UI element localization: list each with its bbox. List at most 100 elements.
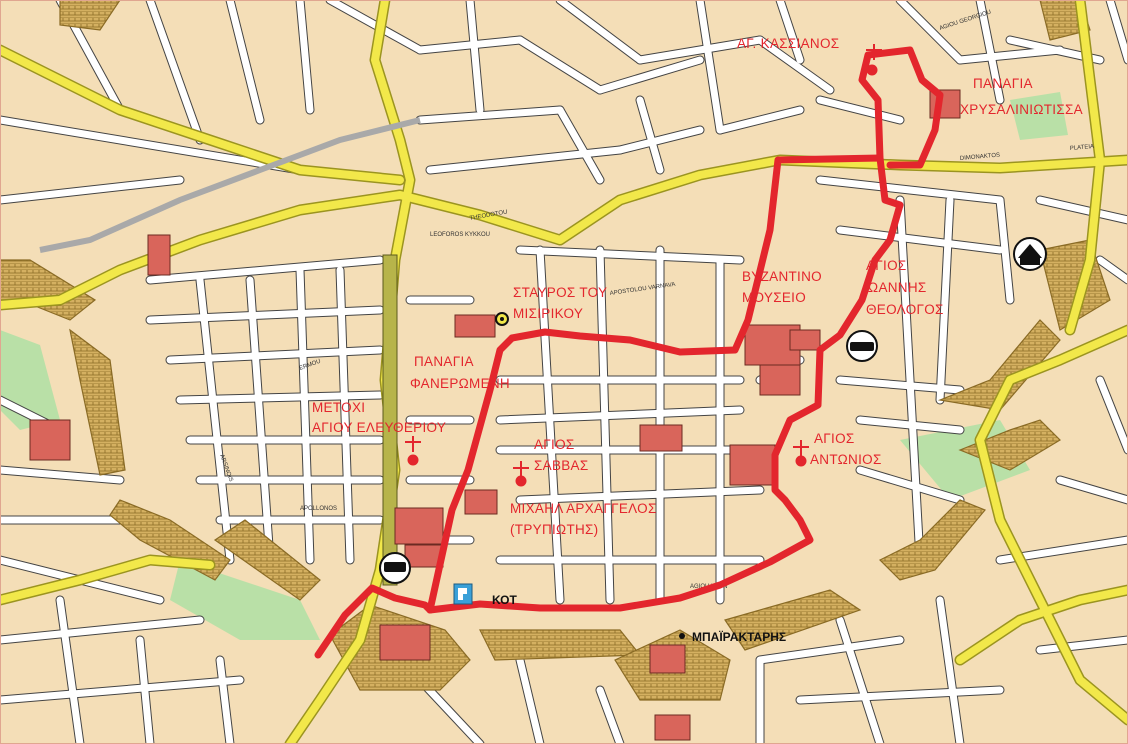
landmark-buildings xyxy=(29,89,961,741)
building xyxy=(454,314,496,338)
street-segment xyxy=(816,176,1004,204)
street-segment xyxy=(896,196,924,564)
label-faneromeni-2: ΦΑΝΕΡΩΜΕΝΗ xyxy=(410,376,510,391)
street-segment xyxy=(596,686,624,744)
building xyxy=(394,507,444,545)
street-segment xyxy=(416,36,524,54)
label-bayraktar: ΜΠΑΪΡΑΚΤΑΡΗΣ xyxy=(692,629,786,644)
street-segment xyxy=(136,636,154,744)
street-label-platia: PLATEIA xyxy=(1070,144,1095,152)
label-ag-kassianos: ΑΓ. ΚΑΣΣΙΑΝΟΣ xyxy=(737,36,839,51)
church-markers xyxy=(405,44,882,487)
street-segment xyxy=(0,116,304,174)
street-segment xyxy=(0,466,124,484)
street-segment xyxy=(326,0,424,54)
street-segment xyxy=(246,276,274,564)
label-ioannis-3: ΘΕΟΛΟΓΟΣ xyxy=(866,302,944,317)
street-segment xyxy=(836,616,884,744)
label-stavros-2: ΜΙΣΙΡΙΚΟΥ xyxy=(513,306,583,321)
street-label-apollonos: APOLLONOS xyxy=(300,506,337,512)
street-segment xyxy=(536,246,564,604)
street-segment xyxy=(976,0,1004,104)
street-segment xyxy=(196,276,234,564)
street-segment xyxy=(996,196,1014,304)
street-segment xyxy=(1036,196,1128,224)
label-savvas-2: ΣΑΒΒΑΣ xyxy=(534,458,589,473)
street-segment xyxy=(0,616,204,644)
church-marker-savvas[interactable] xyxy=(513,461,529,487)
street-segment xyxy=(146,0,204,144)
street-label-leoforos: LEOFOROS KYKKOU xyxy=(430,232,490,238)
pedieos-riverbed xyxy=(39,117,421,253)
street-segment xyxy=(466,0,484,114)
street-segment xyxy=(416,676,484,744)
street-segment xyxy=(226,0,264,124)
street-segment xyxy=(796,686,1004,704)
label-michail-1: ΜΙΧΑΗΛ ΑΡΧΑΓΓΕΛΟΣ xyxy=(510,501,657,516)
label-chrysaliniotissa-1: ΠΑΝΑΓΙΑ xyxy=(973,76,1033,91)
street-segment xyxy=(696,0,724,134)
street-segment xyxy=(146,256,384,284)
street-segment xyxy=(1096,256,1128,284)
street-segment xyxy=(1096,376,1128,454)
building xyxy=(789,329,821,351)
street-segment xyxy=(596,246,614,604)
street-segment xyxy=(416,106,564,124)
building xyxy=(464,489,498,515)
label-antonios-1: ΑΓΙΟΣ xyxy=(814,431,855,446)
landmark-icon[interactable] xyxy=(1013,237,1047,271)
building xyxy=(729,444,776,486)
label-ioannis-2: ΙΩΑΝΝΗΣ xyxy=(864,280,927,295)
street-segment xyxy=(816,96,904,124)
church-marker-eleftheriou[interactable] xyxy=(405,436,421,466)
street-segment xyxy=(956,46,1064,64)
street-segment xyxy=(776,0,804,64)
street-segment xyxy=(0,176,184,204)
building xyxy=(379,624,431,661)
building xyxy=(759,364,801,396)
street-segment xyxy=(616,126,704,154)
street-segment xyxy=(516,36,604,94)
street-segment xyxy=(336,266,354,564)
street-label-dimonaktos: DIMONAKTOS xyxy=(960,153,1001,162)
museum-icon[interactable] xyxy=(846,330,878,362)
label-savvas-1: ΑΓΙΟΣ xyxy=(534,437,575,452)
street-segment xyxy=(496,406,744,424)
building xyxy=(29,419,71,461)
building xyxy=(654,714,691,741)
label-metochi-1: ΜΕΤΟΧΙ xyxy=(312,400,365,415)
street-segment xyxy=(556,0,644,64)
street-segment xyxy=(836,226,1004,254)
building xyxy=(649,644,686,674)
street-segment xyxy=(936,596,964,744)
ledra-street xyxy=(382,254,398,586)
bayraktar-marker[interactable] xyxy=(679,633,685,639)
walking-route xyxy=(314,46,944,659)
parking-icon[interactable] xyxy=(453,583,473,605)
street-segment xyxy=(756,36,834,94)
street-segment xyxy=(516,656,544,744)
street-segment xyxy=(296,266,314,564)
kot-label: ΚΟΤ xyxy=(492,593,517,607)
stavros-marker[interactable] xyxy=(495,312,509,326)
label-metochi-2: ΑΓΙΟΥ ΕΛΕΥΘΕΡΙΟΥ xyxy=(312,420,446,435)
building xyxy=(639,424,683,452)
label-chrysaliniotissa-2: ΧΡΥΣΑΛΙΝΙΩΤΙΣΣΑ xyxy=(960,102,1083,117)
label-stavros-1: ΣΤΑΥΡΟΣ ΤΟΥ xyxy=(513,285,607,300)
bus-station-icon[interactable] xyxy=(379,552,411,584)
street-segment xyxy=(936,196,954,404)
street-segment xyxy=(516,246,744,264)
street-segment xyxy=(1056,476,1128,504)
street-segment xyxy=(716,106,804,134)
street-segment xyxy=(1106,0,1128,64)
street-segment xyxy=(216,656,234,744)
church-marker-antonios[interactable] xyxy=(793,440,809,467)
street-segment xyxy=(756,636,904,664)
label-antonios-2: ΑΝΤΩΝΙΟΣ xyxy=(810,452,882,467)
street-segment xyxy=(556,106,604,184)
street-segment xyxy=(596,56,704,94)
street-segment xyxy=(636,96,664,174)
church-marker-kassianos[interactable] xyxy=(866,44,882,76)
